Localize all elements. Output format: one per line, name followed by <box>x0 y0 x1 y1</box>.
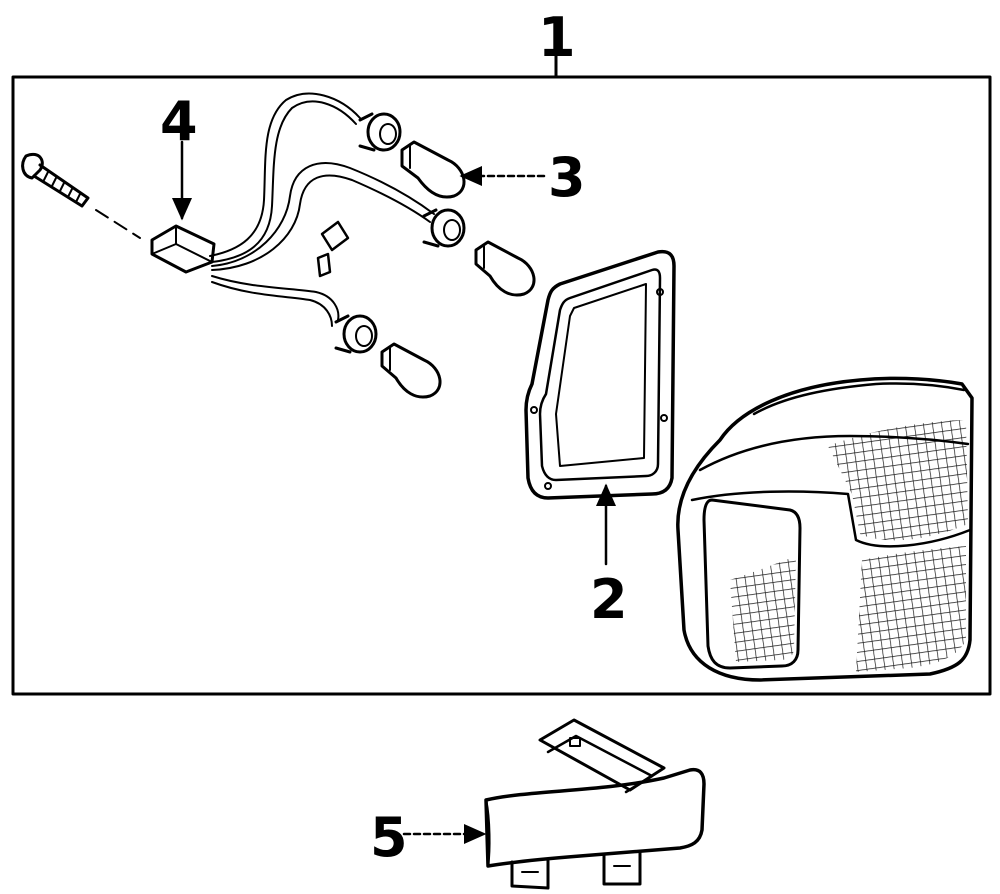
bulb-socket-top <box>358 112 402 152</box>
callout-assembly: 1 <box>538 6 576 69</box>
socket-harness <box>150 92 435 327</box>
tail-lamp-lens <box>676 376 974 682</box>
bulb-middle <box>474 240 536 297</box>
bulb-socket-bottom <box>334 314 378 354</box>
screw <box>21 153 141 239</box>
lens-hatch-lower <box>856 546 966 672</box>
lens-hatch-upper <box>828 420 968 541</box>
gasket <box>524 249 676 500</box>
assembly-frame <box>11 75 992 696</box>
bulb-bottom <box>380 342 442 399</box>
callout-gasket: 2 <box>590 568 628 631</box>
bulb-top <box>400 140 466 199</box>
side-marker-lamp <box>484 718 706 890</box>
callout-side-marker: 5 <box>370 806 408 869</box>
bulb-socket-middle <box>422 208 466 248</box>
callout-bulb: 3 <box>548 146 586 209</box>
lens-hatch-window <box>730 556 796 662</box>
callout-socket-harness: 4 <box>160 90 198 153</box>
